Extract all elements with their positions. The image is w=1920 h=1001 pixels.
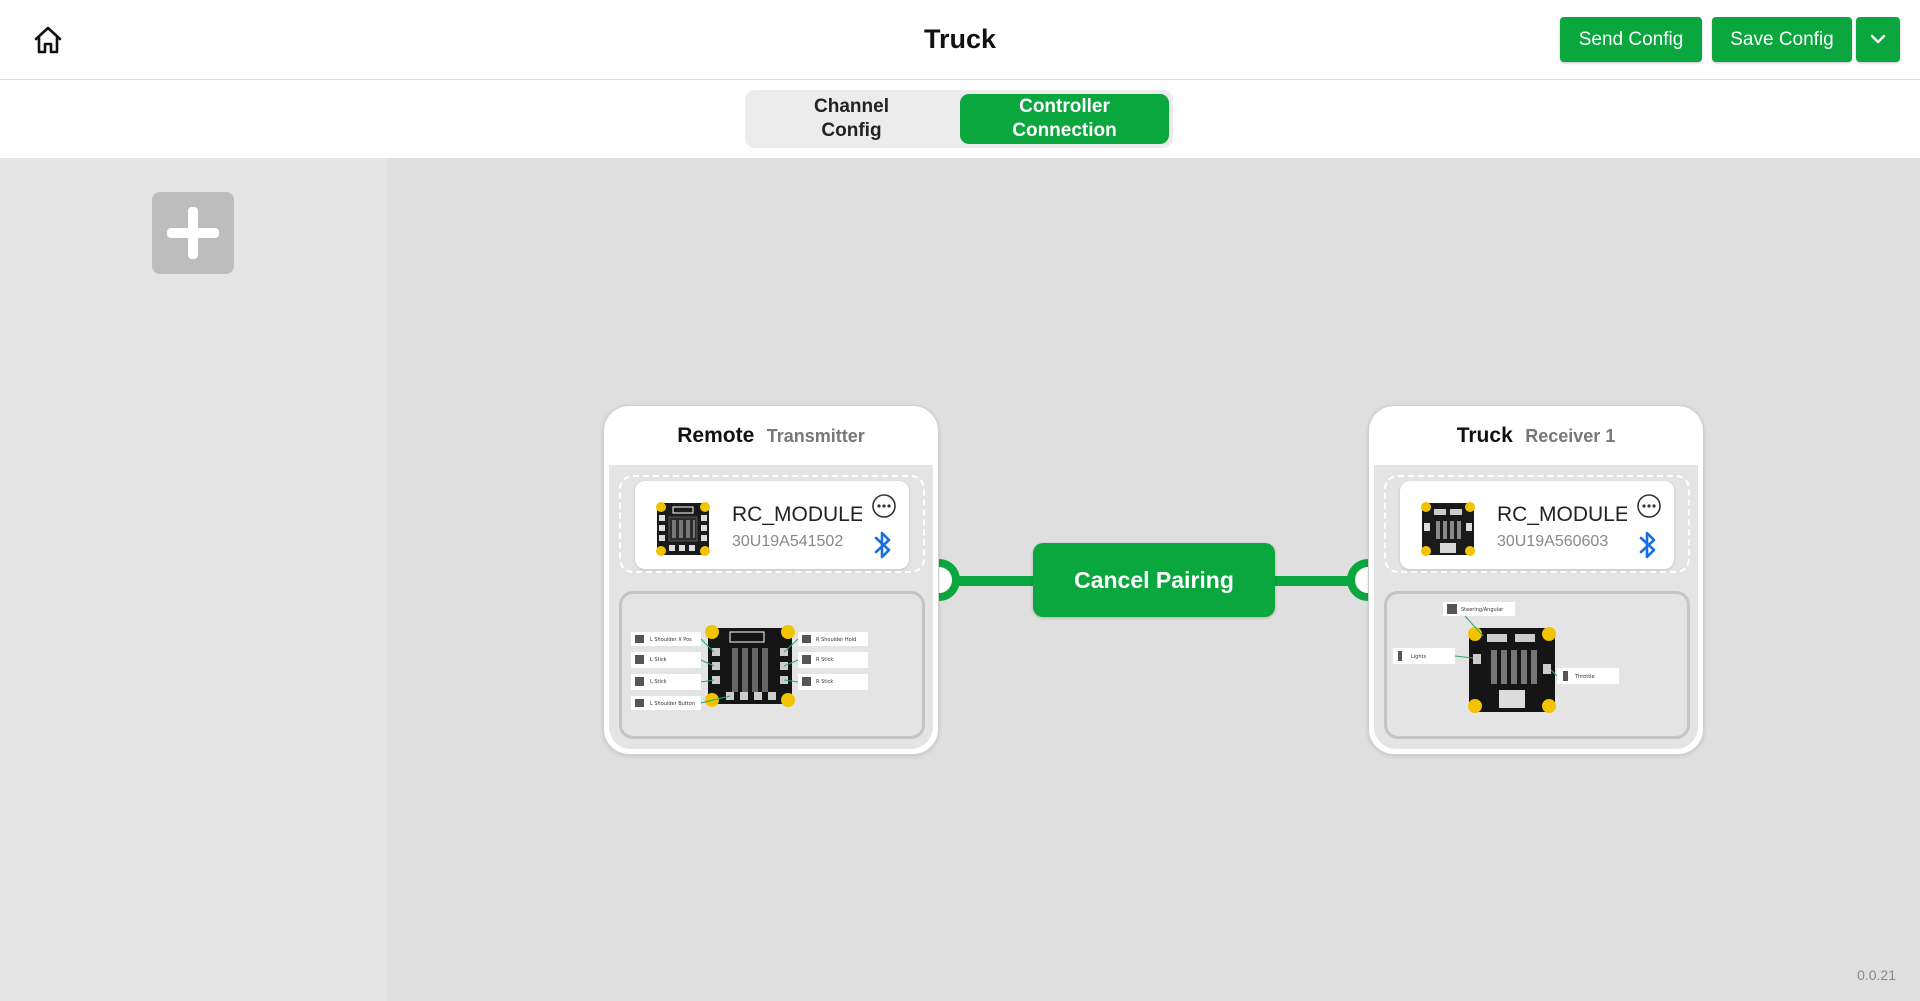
tab-controller-connection[interactable]: Controller Connection xyxy=(960,94,1169,144)
card-body: RC_MODULE 30U19A541502 xyxy=(609,465,933,749)
module-name: RC_MODULE xyxy=(732,503,862,526)
device-role: Receiver 1 xyxy=(1525,426,1616,446)
send-config-button[interactable]: Send Config xyxy=(1560,17,1702,62)
receiver-board-image xyxy=(1418,499,1478,559)
module-name: RC_MODULE xyxy=(1497,503,1627,526)
shield-board-image xyxy=(653,499,713,559)
module-slot: RC_MODULE 30U19A541502 xyxy=(619,475,925,573)
save-config-button[interactable]: Save Config xyxy=(1712,17,1852,62)
tab-channel-config[interactable]: Channel Config xyxy=(749,94,954,144)
diagram-label: L Stick xyxy=(650,679,667,685)
chevron-down-icon xyxy=(1869,29,1887,51)
page-title: Truck xyxy=(923,24,997,54)
receiver-card: Truck Receiver 1 RC_MODULE 30U19A560603 xyxy=(1368,405,1704,755)
module-serial: 30U19A560603 xyxy=(1497,533,1609,550)
card-header: Remote Transmitter xyxy=(604,424,938,448)
card-body: RC_MODULE 30U19A560603 Steerin xyxy=(1374,465,1698,749)
card-header: Truck Receiver 1 xyxy=(1369,424,1703,448)
diagram-label: R Stick xyxy=(816,679,833,685)
device-sidebar xyxy=(0,158,387,1001)
tab-label: Channel Config xyxy=(814,96,889,141)
diagram-label: Steering/Angular xyxy=(1461,607,1504,613)
diagram-label: L Shoulder Button xyxy=(650,701,695,707)
wiring-diagram[interactable]: Steering/Angular Lights Throttle xyxy=(1384,591,1690,739)
module-card[interactable]: RC_MODULE 30U19A560603 xyxy=(1400,481,1674,569)
more-horizontal-icon[interactable] xyxy=(1636,493,1662,519)
more-horizontal-icon[interactable] xyxy=(871,493,897,519)
cancel-pairing-button[interactable]: Cancel Pairing xyxy=(1033,543,1275,617)
device-name: Truck xyxy=(1456,424,1513,447)
module-card[interactable]: RC_MODULE 30U19A541502 xyxy=(635,481,909,569)
diagram-label: L Stick xyxy=(650,657,667,663)
view-tabs: Channel Config Controller Connection xyxy=(745,90,1173,148)
bluetooth-icon xyxy=(1636,529,1660,561)
home-icon[interactable] xyxy=(28,20,68,60)
wiring-diagram[interactable]: L Shoulder X Pos L Stick L Stick L Shoul… xyxy=(619,591,925,739)
diagram-label: R Stick xyxy=(816,657,833,663)
diagram-label: L Shoulder X Pos xyxy=(650,637,692,643)
wiring-diagram-image: L Shoulder X Pos L Stick L Stick L Shoul… xyxy=(631,625,868,710)
diagram-label: R Shoulder Hold xyxy=(816,637,856,643)
plus-icon xyxy=(152,207,234,278)
save-options-dropdown-button[interactable] xyxy=(1856,17,1900,62)
app-version: 0.0.21 xyxy=(1857,967,1896,983)
device-role: Transmitter xyxy=(766,426,865,446)
wiring-diagram-image: Steering/Angular Lights Throttle xyxy=(1393,602,1619,713)
transmitter-card: Remote Transmitter RC_MODULE 30U19A54150… xyxy=(603,405,939,755)
top-bar: Truck Send Config Save Config xyxy=(0,0,1920,80)
device-name: Remote xyxy=(677,424,755,447)
module-serial: 30U19A541502 xyxy=(732,533,844,550)
bluetooth-icon xyxy=(871,529,895,561)
diagram-label: Lights xyxy=(1411,654,1426,660)
tab-label: Controller Connection xyxy=(1012,96,1117,141)
add-device-button[interactable] xyxy=(152,192,234,274)
diagram-label: Throttle xyxy=(1574,674,1595,680)
module-slot: RC_MODULE 30U19A560603 xyxy=(1384,475,1690,573)
